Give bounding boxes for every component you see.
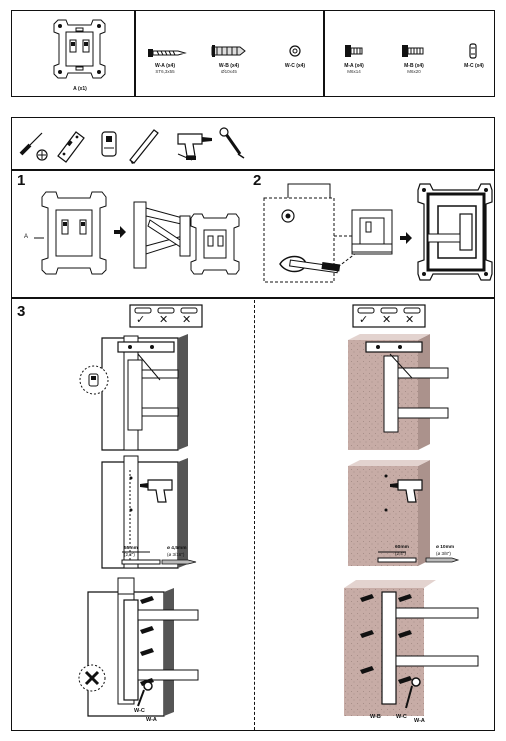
parts-divider-1 — [134, 10, 136, 97]
m-b-code: M-B (x4) — [404, 63, 424, 69]
step-3-right-illustration — [344, 334, 479, 716]
spacer-icon — [469, 43, 477, 59]
m-a-code: M-A (x4) — [344, 63, 364, 69]
left-bit-inch: (ø 3/16") — [167, 552, 185, 557]
w-b-code: W-B (x4) — [218, 63, 240, 69]
level-icon — [57, 131, 85, 163]
w-c-code: W-C (x4) — [284, 63, 306, 69]
m-c-code: M-C (x4) — [464, 63, 484, 69]
parts-box — [11, 10, 495, 97]
check-mark: ✓ — [359, 313, 369, 326]
bolt-icon — [345, 45, 363, 57]
screwdriver-icon — [19, 132, 48, 161]
cross-mark: ✕ — [182, 313, 192, 326]
right-label-wb: W-B — [370, 714, 381, 720]
left-label-wc: W-C — [134, 708, 145, 714]
cross-mark: ✕ — [382, 313, 392, 326]
drill-icon — [177, 133, 212, 161]
wall-plug-icon — [211, 45, 246, 57]
m-a-spec: M6x14 — [347, 69, 361, 74]
step-2-illustration — [263, 183, 493, 283]
right-bit-inch: (ø 3/8") — [436, 551, 451, 556]
step-1-number: 1 — [17, 172, 26, 189]
right-label-wc: W-C — [396, 714, 407, 720]
wall-plate-illustration — [53, 19, 106, 79]
left-depth-label: 55mm — [124, 546, 138, 551]
check-mark: ✓ — [136, 313, 146, 326]
part-a-label: A (x1) — [73, 86, 87, 92]
right-depth-label: 60mm — [395, 545, 409, 550]
step-3-number: 3 — [17, 303, 26, 320]
bolt-icon — [402, 45, 424, 57]
w-b-spec: Ø10x45 — [221, 69, 237, 74]
w-a-code: W-A (x4) — [155, 63, 175, 69]
step-1-illustration — [34, 191, 240, 275]
left-depth-inch: (2,2") — [124, 552, 135, 557]
cross-mark: ✕ — [405, 313, 415, 326]
left-bit-label: ø 4,5mm — [167, 546, 187, 551]
wall-type-icons-right — [352, 304, 426, 328]
stud-finder-icon — [101, 131, 117, 157]
parts-divider-2 — [323, 10, 325, 97]
cross-mark: ✕ — [159, 313, 169, 326]
washer-icon — [289, 45, 301, 57]
tools-divider — [11, 169, 495, 171]
tools-row — [19, 127, 245, 164]
lag-screw-icon — [148, 49, 187, 57]
right-label-wa: W-A — [414, 718, 425, 724]
wall-type-icons-left — [129, 304, 203, 328]
left-label-wa: W-A — [146, 717, 157, 723]
pencil-icon — [129, 129, 159, 164]
right-bit-label: ø 10mm — [436, 545, 455, 550]
instructions-box — [11, 117, 495, 731]
w-a-spec: ST6,3x55 — [155, 69, 175, 74]
step-2-number: 2 — [253, 172, 262, 189]
right-depth-inch: (2,4") — [395, 551, 406, 556]
step-3-center-divider — [254, 300, 255, 730]
step-3-left-illustration — [78, 334, 199, 717]
steps12-divider — [11, 297, 495, 299]
wrench-icon — [219, 127, 245, 159]
m-b-spec: M6x20 — [407, 69, 421, 74]
step-1-callout-a: A — [24, 234, 29, 240]
